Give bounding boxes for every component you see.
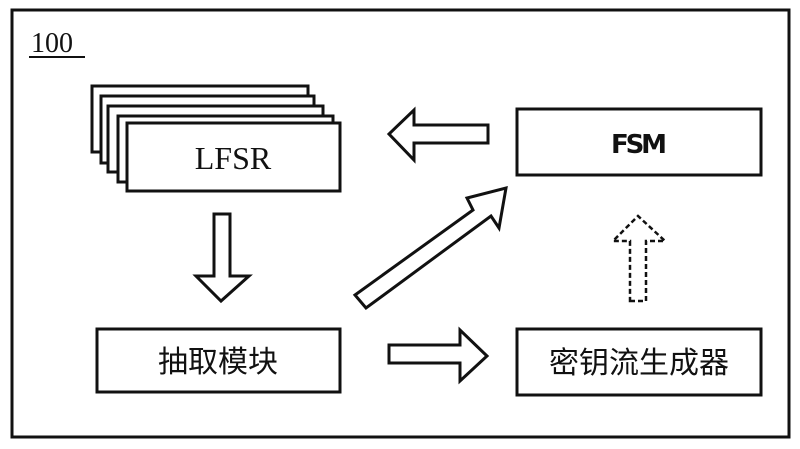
arrow-keystream-to-fsm-dashed — [609, 214, 669, 303]
fsm-label: FSM — [611, 130, 667, 160]
extraction-box[interactable] — [95, 327, 342, 394]
fsm-node: FSM — [515, 107, 763, 177]
lfsr-stack: LFSR — [90, 84, 342, 193]
lfsr-label: LFSR — [195, 140, 272, 176]
reference-label: 100 — [31, 28, 73, 59]
arrow-extraction-to-fsm — [352, 185, 508, 311]
keystream-node: 密钥流生成器 — [515, 327, 763, 397]
keystream-label: 密钥流生成器 — [549, 346, 729, 381]
arrow-fsm-to-lfsr — [386, 106, 490, 164]
arrow-extraction-to-keystream — [387, 326, 490, 385]
extraction-label: 抽取模块 — [158, 345, 278, 380]
arrow-lfsr-to-extraction — [192, 212, 253, 304]
keystream-box[interactable] — [515, 327, 763, 397]
lfsr-box[interactable] — [125, 121, 342, 193]
fsm-box[interactable] — [515, 107, 763, 177]
extraction-node: 抽取模块 — [95, 327, 342, 394]
